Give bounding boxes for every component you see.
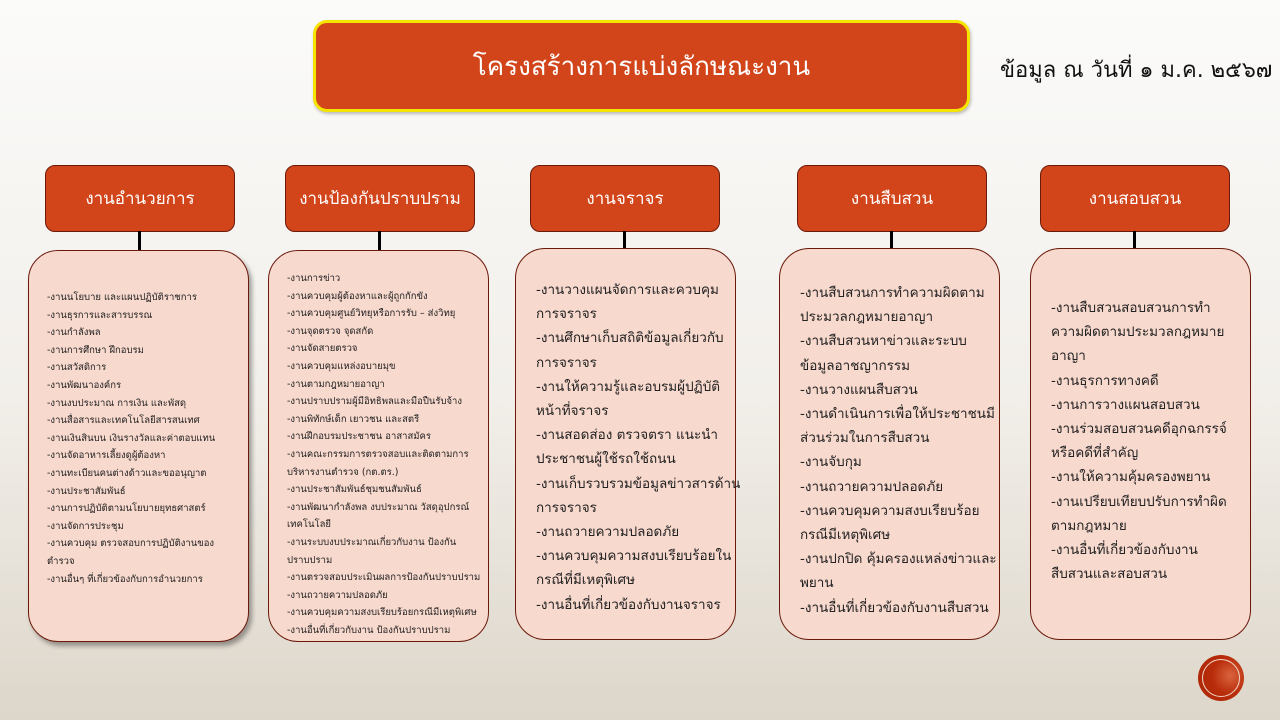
list-item: -งานการวางแผนสอบสวน — [1051, 396, 1200, 413]
list-item: -งานถวายความปลอดภัย — [287, 589, 388, 601]
column-heading: งานสืบสวน — [797, 165, 987, 232]
list-item: ตามกฎหมาย — [1051, 517, 1127, 534]
list-item: สืบสวนและสอบสวน — [1051, 566, 1168, 583]
decorative-seal-icon — [1198, 655, 1244, 701]
list-item: ความผิดตามประมวลกฎหมาย — [1051, 324, 1225, 341]
list-item: ประชาชนผู้ใช้รถใช้ถนน — [536, 451, 676, 468]
list-item: -งานควบคุมความสงบเรียบร้อยใน — [536, 548, 732, 565]
list-item: -งานอื่นๆ ที่เกี่ยวข้องกับการอำนวยการ — [47, 573, 203, 585]
duty-list-box: -งานสืบสวนสอบสวนการทำความผิดตามประมวลกฎห… — [1030, 248, 1251, 640]
list-item: -งานสืบสวนหาข่าวและระบบ — [800, 333, 967, 350]
list-item: -งานตามกฎหมายอาญา — [287, 378, 385, 390]
list-item: -งานอื่นที่เกี่ยวข้องกับงานสืบสวน — [800, 599, 989, 616]
list-item: อาญา — [1051, 348, 1086, 365]
list-item: -งานอื่นที่เกี่ยวข้องกับงานจราจร — [536, 596, 721, 613]
list-item: -งานเปรียบเทียบปรับการทำผิด — [1051, 493, 1227, 510]
list-item: -งานธุรการและสารบรรณ — [47, 309, 153, 321]
connector-line — [1133, 231, 1136, 248]
list-item: กรณีที่มีเหตุพิเศษ — [536, 572, 636, 589]
connector-line — [623, 231, 626, 248]
list-item: กรณีมีเหตุพิเศษ — [800, 527, 891, 544]
list-item: -งานประชาสัมพันธ์ — [47, 485, 126, 497]
list-item: -งานคณะกรรมการตรวจสอบและติดตามการ — [287, 448, 469, 460]
list-item: การจราจร — [536, 306, 597, 323]
column-heading: งานจราจร — [530, 165, 720, 232]
list-item: -งานธุรการทางคดี — [1051, 372, 1159, 389]
list-item: -งานงบประมาณ การเงิน และพัสดุ — [47, 397, 187, 409]
duty-list-box: -งานวางแผนจัดการและควบคุมการจราจร -งานศึก… — [515, 248, 741, 640]
list-item: -งานประชาสัมพันธ์ชุมชนสัมพันธ์ — [287, 484, 422, 496]
duty-list-box: -งานการข่าว -งานควบคุมผู้ต้องหาและผู้ถูกก… — [268, 250, 489, 642]
list-item: -งานจัดสายตรวจ — [287, 343, 358, 355]
list-item: -งานจัดอาหารเลี้ยงดูผู้ต้องหา — [47, 450, 166, 462]
list-item: ปราบปราม — [287, 554, 333, 566]
list-item: ส่วนร่วมในการสืบสวน — [800, 430, 930, 447]
list-item: -งานให้ความรู้และอบรมผู้ปฏิบัติ — [536, 378, 721, 395]
connector-line — [378, 231, 381, 250]
list-item: -งานการข่าว — [287, 273, 341, 284]
list-item: -งานสืบสวนการทำความผิดตาม — [800, 285, 985, 301]
list-item: -งานพัฒนากำลังพล งบประมาณ วัสดุอุปกรณ์ — [287, 501, 470, 513]
list-item: -งานการปฏิบัติตามนโยบายยุทธศาสตร์ — [47, 503, 206, 515]
list-item: -งานวางแผนสืบสวน — [800, 381, 918, 398]
connector-line — [138, 231, 141, 250]
date-label: ข้อมูล ณ วันที่ ๑ ม.ค. ๒๕๖๗ — [1000, 58, 1273, 83]
list-item: หรือคดีที่สำคัญ — [1051, 445, 1139, 462]
list-item: -งานจับกุม — [800, 454, 862, 471]
list-item: ตำรวจ — [47, 555, 75, 567]
list-item: -งานให้ความคุ้มครองพยาน — [1051, 469, 1211, 486]
list-item: -งานจัดการประชุม — [47, 520, 124, 532]
column-heading: งานป้องกันปราบปราม — [285, 165, 475, 232]
list-item: -งานการศึกษา ฝึกอบรม — [47, 344, 144, 356]
list-item: -งานพัฒนาองค์กร — [47, 379, 122, 391]
list-item: -งานจุดตรวจ จุดสกัด — [287, 325, 374, 337]
list-item: -งานปราบปรามผู้มีอิทธิพลและมือปืนรับจ้าง — [287, 396, 463, 408]
list-item: -งานสืบสวนสอบสวนการทำ — [1051, 300, 1211, 316]
list-item: -งานวางแผนจัดการและควบคุม — [536, 282, 719, 298]
list-item: -งานปกปิด คุ้มครองแหล่งข่าวและ — [800, 551, 997, 568]
list-item: -งานควบคุม ตรวจสอบการปฏิบัติงานของ — [47, 538, 215, 550]
list-item: -งานนโยบาย และแผนปฏิบัติราชการ — [47, 292, 197, 303]
list-item: เทคโนโลยี — [287, 519, 331, 531]
column-heading: งานอำนวยการ — [45, 165, 235, 232]
list-item: -งานสื่อสารและเทคโนโลยีสารสนเทศ — [47, 415, 200, 427]
list-item: หน้าที่จราจร — [536, 403, 609, 420]
connector-line — [890, 231, 893, 248]
list-item: การจราจร — [536, 354, 597, 371]
column-heading: งานสอบสวน — [1040, 165, 1230, 232]
duty-list-box: -งานนโยบาย และแผนปฏิบัติราชการ -งานธุรการ… — [28, 250, 249, 642]
page-title: โครงสร้างการแบ่งลักษณะงาน — [313, 20, 970, 112]
list-item: ประมวลกฎหมายอาญา — [800, 309, 934, 326]
list-item: -งานอื่นที่เกี่ยวกับงาน ป้องกันปราบปราม — [287, 624, 451, 636]
list-item: -งานดำเนินการเพื่อให้ประชาชนมี — [800, 406, 995, 423]
list-item: -งานควบคุมความสงบเรียบร้อยกรณีมีเหตุพิเศ… — [287, 607, 477, 619]
list-item: -งานตรวจสอบประเมินผลการป้องกันปราบปราม — [287, 572, 481, 584]
list-item: -งานร่วมสอบสวนคดีอุกฉกรรจ์ — [1051, 421, 1227, 438]
list-item: -งานควบคุมผู้ต้องหาและผู้ถูกกักขัง — [287, 290, 428, 302]
list-item: -งานสวัสดิการ — [47, 362, 107, 374]
list-item: -งานถวายความปลอดภัย — [536, 524, 680, 541]
list-item: พยาน — [800, 575, 834, 592]
list-item: -งานพิทักษ์เด็ก เยาวชน และสตรี — [287, 413, 420, 425]
list-item: บริหารงานตำรวจ (กต.ตร.) — [287, 466, 399, 478]
list-item: -งานควบคุมศูนย์วิทยุหรือการรับ – ส่งวิทย… — [287, 308, 456, 320]
list-item: การจราจร — [536, 499, 597, 516]
list-item: -งานเงินสินบน เงินรางวัลและค่าตอบแทน — [47, 432, 216, 444]
list-item: -งานระบบงบประมาณเกี่ยวกับงาน ป้องกัน — [287, 536, 457, 548]
list-item: ข้อมูลอาชญากรรม — [800, 357, 911, 374]
list-item: -งานทะเบียนคนต่างด้าวและขออนุญาต — [47, 467, 207, 479]
list-item: -งานเก็บรวบรวมข้อมูลข่าวสารด้าน — [536, 475, 741, 492]
list-item: -งานศึกษาเก็บสถิติข้อมูลเกี่ยวกับ — [536, 330, 724, 347]
duty-list-box: -งานสืบสวนการทำความผิดตามประมวลกฎหมายอาญ… — [779, 248, 1000, 640]
list-item: -งานควบคุมแหล่งอบายมุข — [287, 360, 396, 372]
list-item: -งานถวายความปลอดภัย — [800, 478, 944, 495]
list-item: -งานอื่นที่เกี่ยวข้องกับงาน — [1051, 542, 1198, 559]
list-item: -งานกำลังพล — [47, 327, 101, 339]
list-item: -งานฝึกอบรมประชาชน อาสาสมัคร — [287, 431, 431, 443]
list-item: -งานสอดส่อง ตรวจตรา แนะนำ — [536, 427, 719, 444]
list-item: -งานควบคุมความสงบเรียบร้อย — [800, 502, 980, 519]
